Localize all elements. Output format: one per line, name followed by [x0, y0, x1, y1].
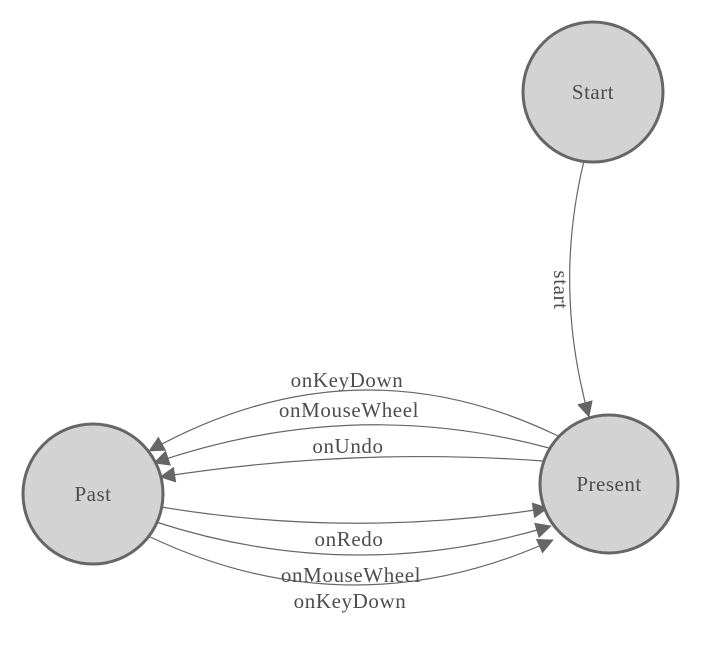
edge-past-to-present-onmousewheel — [155, 521, 552, 556]
edge-present-to-past-onundo — [159, 455, 544, 483]
state-node-present-label: Present — [576, 472, 641, 496]
edge-label-onkeydown-top: onKeyDown — [291, 368, 404, 392]
state-node-present: Present — [538, 413, 680, 555]
edge-past-to-present-onkeydown — [147, 535, 554, 586]
edge-past-to-present-onredo — [160, 502, 549, 524]
edge-present-to-past-onkeydown — [148, 389, 559, 452]
state-node-start: Start — [521, 20, 665, 164]
state-node-start-circle — [521, 20, 665, 164]
edge-label-onmousewheel-top: onMouseWheel — [279, 398, 419, 422]
edge-start-to-present — [569, 160, 593, 418]
edge-label-onmousewheel-bottom: onMouseWheel — [281, 563, 421, 587]
edge-label-onundo: onUndo — [312, 434, 383, 458]
edge-label-start: start — [549, 270, 573, 309]
state-node-past-circle — [21, 422, 165, 566]
state-node-past: Past — [21, 422, 165, 566]
edge-label-onkeydown-bottom: onKeyDown — [294, 589, 407, 613]
edges-group — [147, 160, 593, 586]
state-node-start-label: Start — [572, 80, 614, 104]
state-node-past-label: Past — [74, 482, 111, 506]
edge-labels-group: start onKeyDown onMouseWheel onUndo onRe… — [279, 270, 573, 613]
nodes-group: Start Present Past — [21, 20, 680, 566]
edge-present-to-past-onmousewheel — [153, 424, 550, 466]
edge-label-onredo: onRedo — [315, 527, 384, 551]
state-node-present-circle — [538, 413, 680, 555]
